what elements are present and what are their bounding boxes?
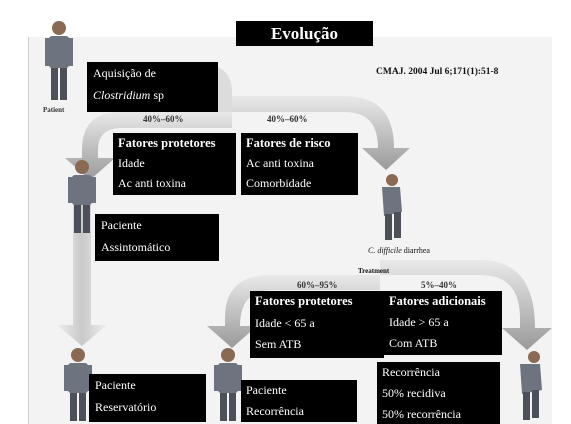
arrow-right-lower	[380, 260, 552, 350]
pct-right-bottom: 5%–40%	[421, 280, 457, 290]
recurrence-patient-box: Paciente Recorrência	[241, 380, 357, 422]
asymptomatic-person-icon	[68, 160, 96, 233]
risk-factors-item-1: Ac anti toxina	[246, 156, 314, 170]
protective-factors-1-title: Fatores protetores	[118, 136, 216, 150]
cdiff-italic: C. difficile	[368, 246, 402, 255]
acquisition-italic: Clostridium	[93, 88, 151, 102]
asymptomatic-line2: Assintomático	[101, 240, 171, 254]
recurrence-patient-line2: Recorrência	[246, 404, 304, 418]
recurrence-stats-box: Recorrência 50% recidiva 50% recorrência	[377, 362, 500, 424]
arrow-left-upper	[65, 112, 232, 180]
cdiff-rest: diarrhea	[401, 246, 430, 255]
acquisition-line1: Aquisição de	[93, 66, 156, 80]
protective-factors-1-item-1: Idade	[118, 156, 145, 170]
recurrence-stats-line1: Recorrência	[382, 365, 440, 379]
treatment-label: Treatment	[358, 267, 390, 275]
sick-person-icon	[520, 351, 542, 420]
pct-right-top: 40%–60%	[267, 114, 308, 124]
reservoir-line1: Paciente	[95, 378, 136, 392]
additional-factors-title: Fatores adicionais	[389, 294, 486, 308]
protective-factors-2-item-2: Sem ATB	[255, 337, 302, 351]
pct-left-top: 40%–60%	[143, 114, 184, 124]
recurrence-patient-line1: Paciente	[246, 383, 287, 397]
protective-factors-2-item-1: Idade < 65 a	[255, 316, 315, 330]
recurrence-stats-line2: 50% recidiva	[382, 386, 446, 400]
protective-factors-2-title: Fatores protetores	[255, 294, 353, 308]
risk-factors-title: Fatores de risco	[246, 136, 331, 150]
risk-factors-item-2: Comorbidade	[246, 176, 312, 190]
protective-factors-box-2: Fatores protetores Idade < 65 a Sem ATB	[250, 291, 384, 358]
arrow-left-vertical	[57, 195, 107, 346]
acquisition-line2: Clostridium sp	[93, 88, 212, 102]
asymptomatic-line1: Paciente	[101, 218, 142, 232]
additional-factors-item-1: Idade > 65 a	[389, 315, 449, 329]
acquisition-rest: sp	[150, 88, 165, 102]
reservoir-box: Paciente Reservatório	[89, 374, 206, 422]
asymptomatic-box: Paciente Assintomático	[95, 214, 219, 261]
slide-title: Evolução	[236, 21, 373, 46]
diarrhea-person-icon	[382, 174, 402, 240]
recurrence-stats-line3: 50% recorrência	[382, 407, 461, 421]
patient-person-icon	[45, 21, 73, 100]
protective-factors-1-item-2: Ac anti toxina	[118, 176, 186, 190]
arrow-right-upper	[232, 96, 410, 170]
acquisition-box: Aquisição de Clostridium sp	[87, 62, 218, 112]
risk-factors-box: Fatores de risco Ac anti toxina Comorbid…	[241, 133, 358, 195]
protective-factors-box-1: Fatores protetores Idade Ac anti toxina	[113, 133, 236, 195]
citation: CMAJ. 2004 Jul 6;171(1):51-8	[376, 67, 499, 77]
additional-factors-item-2: Com ATB	[389, 336, 438, 350]
cdiff-label: C. difficile diarrhea	[368, 246, 430, 255]
additional-factors-box: Fatores adicionais Idade > 65 a Com ATB	[384, 291, 502, 355]
recurrence-person-icon	[214, 348, 242, 421]
reservoir-line2: Reservatório	[95, 400, 157, 414]
pct-left-bottom: 60%–95%	[297, 280, 338, 290]
patient-label: Patient	[43, 106, 65, 114]
